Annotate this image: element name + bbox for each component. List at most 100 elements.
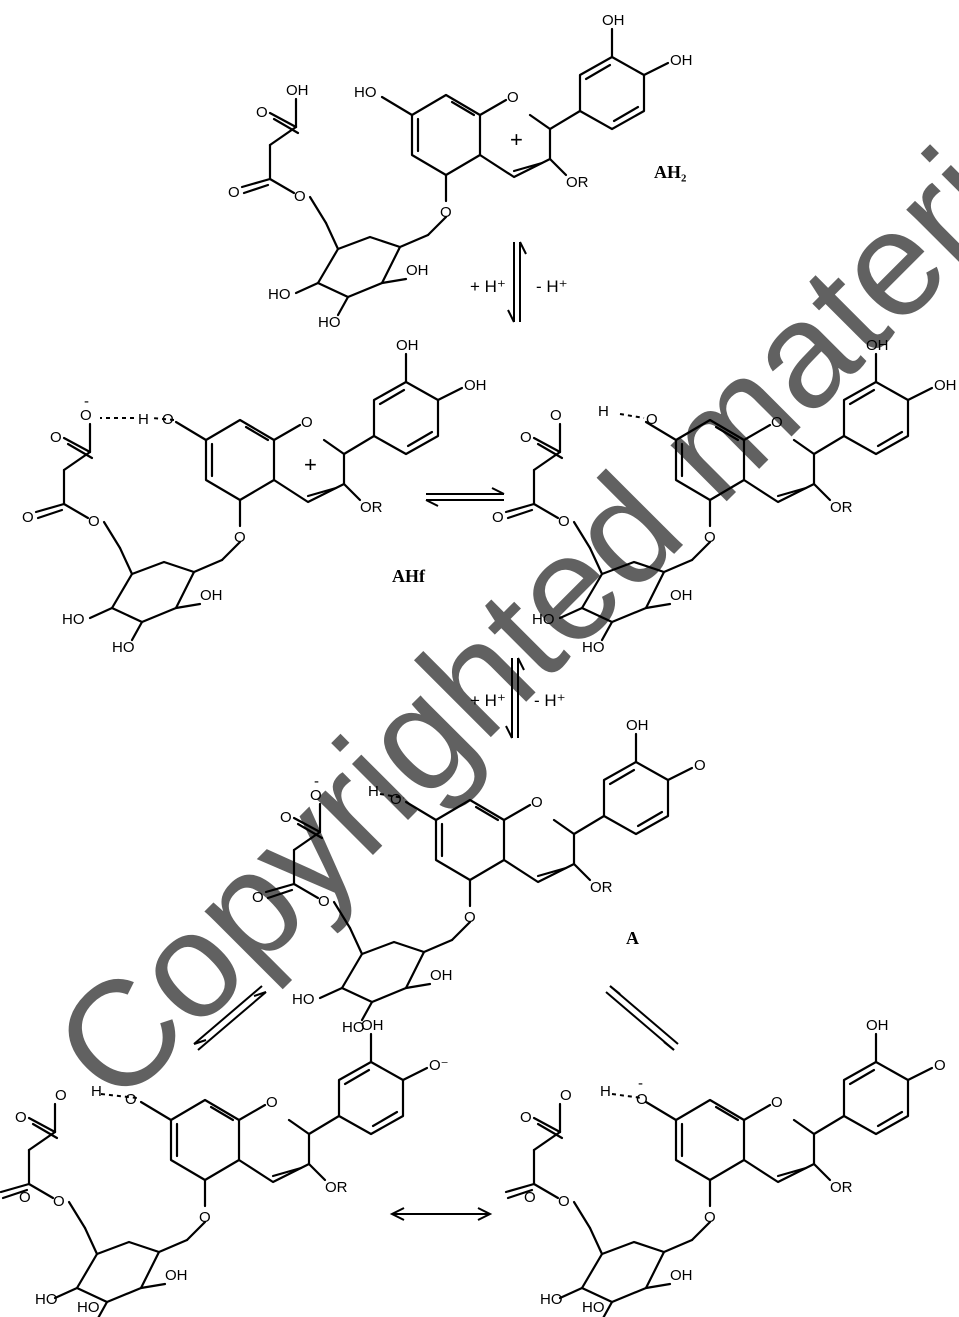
o-label: O [80,407,92,424]
ring-oxygen-label: O [266,1094,278,1111]
minus-label: - [84,393,89,410]
ho-label: HO [35,1291,58,1308]
ring-oxygen-label: O [507,89,519,106]
condition-remove-proton: - H⁺ [534,691,566,710]
equilibrium-arrow [425,487,505,507]
oh-label: OH [286,82,309,99]
o-label: O [19,1189,31,1206]
ho-label: HO [318,314,341,331]
structure-ah2: O + OH OH OR O HO OH HO HO O O O OH [228,12,693,331]
ring-oxygen-label: O [771,414,783,431]
o-label: O [162,411,174,428]
structure-anionic-base-left: O OH O⁻ OR O O H OH HO HO O O O O [0,1017,449,1317]
o-label: O [558,513,570,530]
o-label: O [440,204,452,221]
ho-label: HO [342,1019,365,1036]
o-label: O [50,429,62,446]
oh-label: OH [670,52,693,69]
oh-label: OH [626,717,649,734]
minus-label: - [314,773,319,790]
ho-label: HO [582,1299,605,1316]
oh-label: OH [430,967,453,984]
oh-label: OH [396,337,419,354]
structure-ahf-tautomer: O OH OH OR O O H OH HO HO O O O O [492,337,957,656]
o-minus-label: O⁻ [429,1057,449,1074]
o-label: O [310,787,322,804]
o-label: O [560,1087,572,1104]
or-label: OR [830,1179,853,1196]
ho-label: HO [582,639,605,656]
o-label: O [646,411,658,428]
o-label: O [704,1209,716,1226]
h-label: H [598,403,609,420]
equilibrium-arrow [193,985,267,1051]
o-label: O [492,509,504,526]
o-label: O [55,1087,67,1104]
structure-a: O OH O OR O O H OH HO HO O O O O - [252,717,706,1036]
ho-label: HO [77,1299,100,1316]
condition-remove-proton: - H⁺ [536,277,568,296]
watermark: Copyrighted material [22,35,959,1132]
carbonyl-o-label: O [934,1057,946,1074]
o-label: O [256,104,268,121]
o-label: O [15,1109,27,1126]
o-label: O [550,407,562,424]
o-label: O [464,909,476,926]
ho-label: HO [532,611,555,628]
equilibrium-arrow [605,985,679,1051]
ho-label: HO [112,639,135,656]
o-label: O [88,513,100,530]
structure-anionic-base-right: O OH O OR O O - H OH HO HO O O O O [504,1017,946,1317]
ho-label: HO [540,1291,563,1308]
oh-label: OH [200,587,223,604]
o-label: O [558,1193,570,1210]
oh-label: OH [866,337,889,354]
or-label: OR [830,499,853,516]
equilibrium-arrow [507,241,527,323]
charge-plus: + [304,452,317,477]
or-label: OR [360,499,383,516]
structure-ahf: O + OH OH OR O O H OH HO HO O O O O - [22,337,487,656]
o-label: O [234,529,246,546]
o-label: O [390,791,402,808]
ho-label: HO [292,991,315,1008]
ho-label: HO [62,611,85,628]
ho-label: HO [268,286,291,303]
species-label-a: A [626,928,639,948]
o-label: O [294,188,306,205]
condition-add-proton: + H⁺ [470,691,506,710]
o-label: O [280,809,292,826]
ring-oxygen-label: O [771,1094,783,1111]
oh-label: OH [670,1267,693,1284]
equilibrium-arrow [505,657,525,739]
oh-label: OH [602,12,625,29]
or-label: OR [566,174,589,191]
h-label: H [368,783,379,800]
o-label: O [318,893,330,910]
o-label: O [53,1193,65,1210]
o-label: O [228,184,240,201]
o-label: O [520,1109,532,1126]
o-label: O [199,1209,211,1226]
o-label: O [22,509,34,526]
oh-label: OH [464,377,487,394]
h-label: H [600,1083,611,1100]
h-label: H [138,411,149,428]
or-label: OR [590,879,613,896]
h-label: H [91,1083,102,1100]
oh-label: OH [866,1017,889,1034]
or-label: OR [325,1179,348,1196]
ring-oxygen-label: O [301,414,313,431]
species-label-ahf: AHf [392,566,426,586]
condition-add-proton: + H⁺ [470,277,506,296]
o-label: O [636,1091,648,1108]
carbonyl-o-label: O [694,757,706,774]
oh-label: OH [406,262,429,279]
oh-label: OH [934,377,957,394]
species-label-ah2: AH₂ [654,162,686,182]
oh-label: OH [361,1017,384,1034]
o-label: O [252,889,264,906]
charge-plus: + [510,127,523,152]
o-label: O [524,1189,536,1206]
